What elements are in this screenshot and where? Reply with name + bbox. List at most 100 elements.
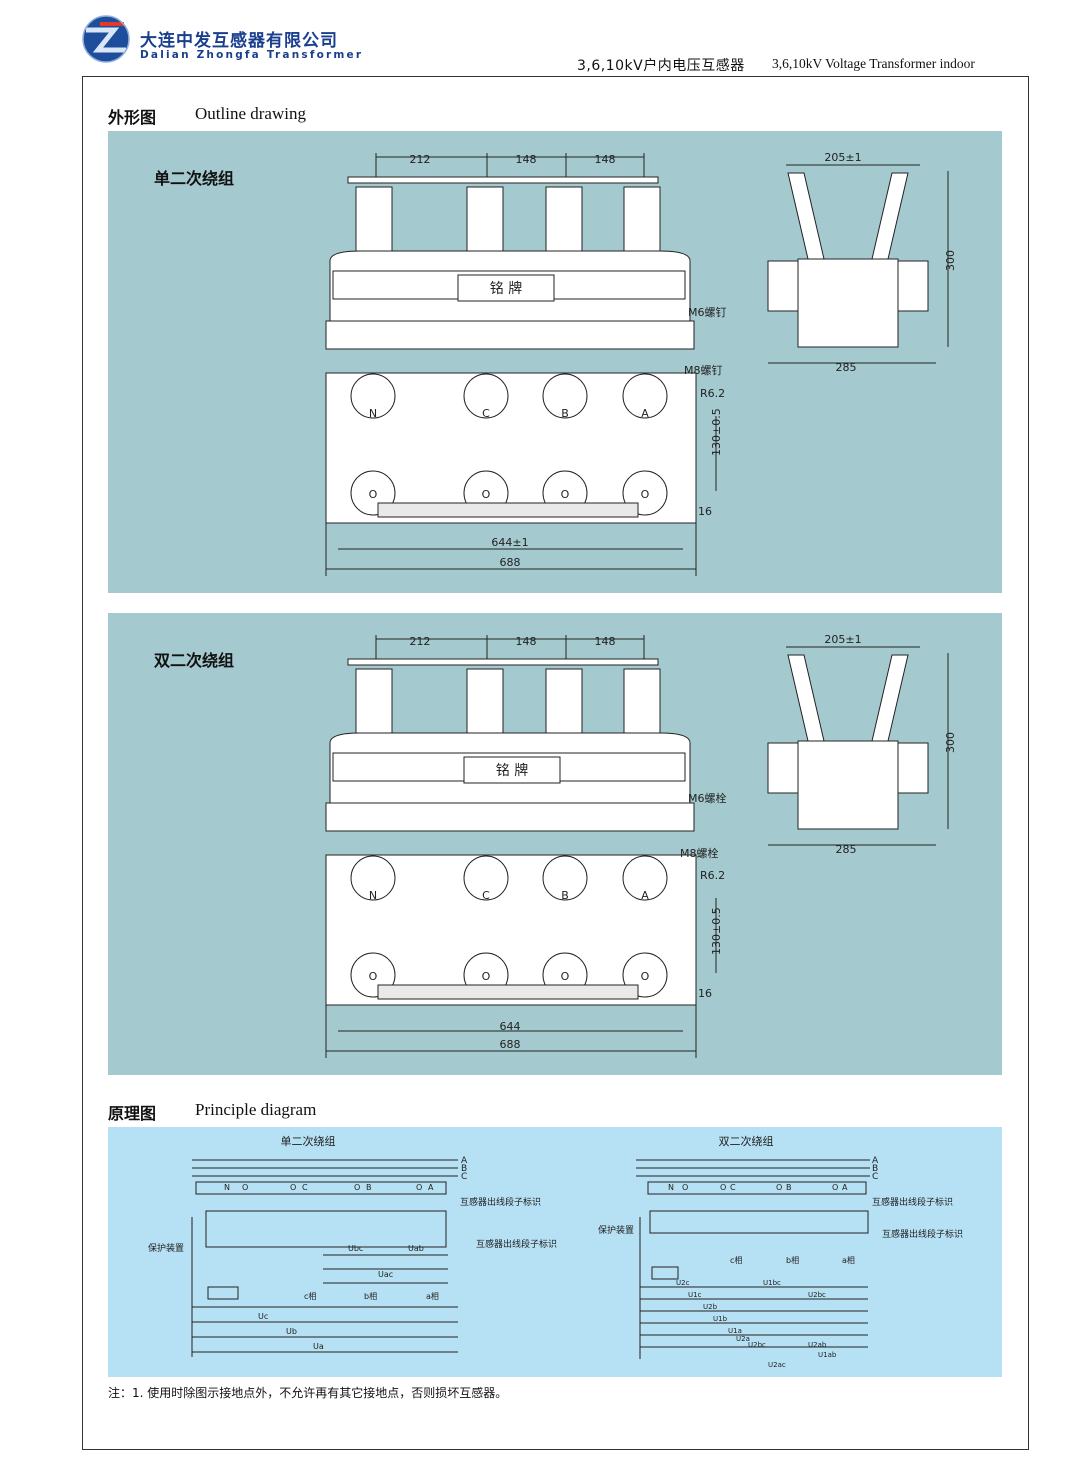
svg-text:b相: b相: [786, 1255, 799, 1265]
svg-text:O: O: [482, 970, 491, 983]
svg-text:C: C: [482, 407, 490, 420]
outline-title-cn: 外形图: [108, 108, 157, 127]
principle-title-en: Principle diagram: [195, 1100, 317, 1119]
dim-130: 130±0.5: [710, 408, 723, 456]
svg-text:A: A: [842, 1183, 848, 1192]
svg-text:U1a: U1a: [728, 1327, 742, 1335]
svg-text:U2b: U2b: [703, 1303, 718, 1311]
principle-title-cn: 原理图: [108, 1104, 157, 1123]
principle-panel: 单二次绕组 A B C N O O C O B O A 互感器出线段子标识 互感…: [108, 1127, 1002, 1377]
side-dim-300: 300: [944, 250, 957, 271]
svg-text:C: C: [461, 1172, 467, 1182]
svg-text:U1b: U1b: [713, 1315, 728, 1323]
svg-text:U2bc: U2bc: [808, 1291, 826, 1299]
product-title-en: 3,6,10kV Voltage Transformer indoor: [772, 56, 975, 71]
svg-text:O: O: [369, 970, 378, 983]
svg-text:N: N: [369, 889, 377, 902]
nameplate-label: 铭 牌: [496, 762, 528, 779]
outline-panel-single: 单二次绕组: [108, 131, 1002, 593]
svg-text:N: N: [369, 407, 377, 420]
svg-text:U2a: U2a: [736, 1335, 750, 1343]
svg-text:O: O: [641, 970, 650, 983]
dim-688: 688: [500, 556, 521, 569]
svg-text:B: B: [366, 1183, 372, 1192]
outline-panel-double: 双二次绕组: [108, 613, 1002, 1075]
svg-text:N: N: [668, 1183, 674, 1192]
dim-212: 212: [410, 153, 431, 166]
dim-130: 130±0.5: [710, 907, 723, 955]
svg-text:a相: a相: [842, 1255, 855, 1265]
svg-text:U2ac: U2ac: [768, 1361, 786, 1369]
side-dim-300: 300: [944, 732, 957, 753]
svg-text:C: C: [302, 1183, 308, 1192]
svg-text:A: A: [428, 1183, 434, 1192]
svg-text:O: O: [720, 1183, 726, 1192]
side-dim-205: 205±1: [824, 151, 861, 164]
dim-688: 688: [500, 1038, 521, 1051]
company-logo: [80, 14, 132, 64]
svg-text:O: O: [416, 1183, 422, 1192]
svg-text:C: C: [730, 1183, 736, 1192]
svg-text:O: O: [641, 488, 650, 501]
svg-text:B: B: [561, 407, 569, 420]
right-diagram-label: 双二次绕组: [719, 1134, 774, 1148]
primary-mark: 互感器出线段子标识: [460, 1196, 541, 1208]
svg-text:O: O: [832, 1183, 838, 1192]
svg-text:U1ab: U1ab: [818, 1351, 837, 1359]
svg-text:Ubc: Ubc: [348, 1244, 363, 1253]
svg-text:U1bc: U1bc: [763, 1279, 781, 1287]
protection-label: 保护装置: [598, 1224, 634, 1236]
bolt-m8-label: M8螺钉: [684, 364, 723, 377]
svg-text:A: A: [641, 889, 649, 902]
svg-text:C: C: [482, 889, 490, 902]
radius-label: R6.2: [700, 387, 725, 400]
outline-title-en: Outline drawing: [195, 104, 306, 123]
svg-text:U2bc: U2bc: [748, 1341, 766, 1349]
svg-text:O: O: [482, 488, 491, 501]
svg-text:B: B: [872, 1164, 878, 1174]
dim-148-a: 148: [516, 153, 537, 166]
svg-text:O: O: [776, 1183, 782, 1192]
primary-mark: 互感器出线段子标识: [872, 1196, 953, 1208]
panel-label: 单二次绕组: [154, 169, 235, 188]
svg-text:N: N: [224, 1183, 230, 1192]
svg-text:Uac: Uac: [378, 1270, 393, 1279]
product-title-cn: 3,6,10kV户内电压互感器: [577, 58, 745, 74]
svg-text:C: C: [872, 1172, 878, 1182]
svg-text:O: O: [242, 1183, 248, 1192]
svg-text:U2ab: U2ab: [808, 1341, 827, 1349]
dim-644: 644: [500, 1020, 521, 1033]
svg-text:c相: c相: [304, 1291, 316, 1301]
dim-16: 16: [698, 505, 712, 518]
svg-text:A: A: [641, 407, 649, 420]
principle-diagram: 单二次绕组 A B C N O O C O B O A 互感器出线段子标识 互感…: [148, 1134, 963, 1369]
svg-text:B: B: [461, 1164, 467, 1174]
protection-label: 保护装置: [148, 1242, 184, 1254]
svg-text:U1c: U1c: [688, 1291, 702, 1299]
secondary-mark: 互感器出线段子标识: [882, 1228, 963, 1240]
svg-text:O: O: [682, 1183, 688, 1192]
bolt-m8-label: M8螺栓: [680, 846, 719, 860]
dim-148-b: 148: [595, 635, 616, 648]
secondary-mark: 互感器出线段子标识: [476, 1238, 557, 1250]
outline-drawing-double: 212 148 148 铭 牌 M6螺栓 M8螺栓 R6.2 130±0.5 1…: [325, 633, 957, 1058]
dim-16: 16: [698, 987, 712, 1000]
svg-text:Uab: Uab: [408, 1244, 424, 1253]
side-dim-205: 205±1: [824, 633, 861, 646]
svg-text:B: B: [786, 1183, 792, 1192]
svg-text:c相: c相: [730, 1255, 742, 1265]
svg-text:A: A: [872, 1156, 879, 1166]
bolt-m6-label: M6螺栓: [688, 791, 727, 805]
svg-text:b相: b相: [364, 1291, 377, 1301]
page-frame: [82, 76, 1029, 1450]
side-dim-285: 285: [836, 361, 857, 374]
svg-text:Uc: Uc: [258, 1312, 268, 1321]
bolt-m6-label: M6螺钉: [688, 306, 727, 319]
svg-text:O: O: [354, 1183, 360, 1192]
svg-text:a相: a相: [426, 1291, 439, 1301]
svg-text:U2c: U2c: [676, 1279, 690, 1287]
company-name-en: Dalian Zhongfa Transformer: [140, 49, 364, 61]
footnote: 注：1. 使用时除图示接地点外，不允许再有其它接地点，否则损坏互感器。: [108, 1386, 508, 1400]
svg-text:O: O: [290, 1183, 296, 1192]
svg-text:A: A: [461, 1156, 468, 1166]
